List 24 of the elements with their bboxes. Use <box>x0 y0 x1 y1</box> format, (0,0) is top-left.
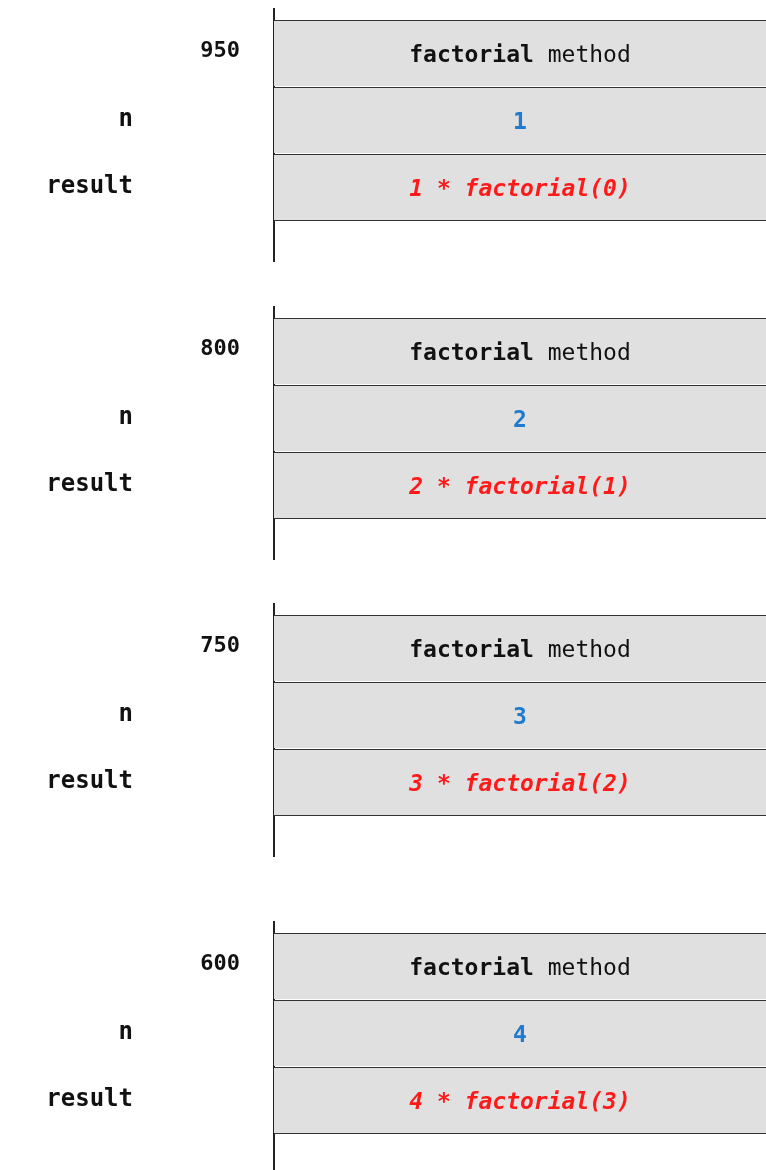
expression-cell: 2 * factorial(1) <box>274 452 766 519</box>
expression-cell: 3 * factorial(2) <box>274 749 766 816</box>
value-cell: 1 <box>274 87 766 153</box>
address-label: 950 <box>200 37 240 62</box>
address-label: 800 <box>200 335 240 360</box>
variable-label: result <box>46 469 133 497</box>
variable-label: result <box>46 766 133 794</box>
expression-cell: 4 * factorial(3) <box>274 1067 766 1134</box>
address-label: 600 <box>200 950 240 975</box>
address-label: 750 <box>200 632 240 657</box>
method-name-cell: factorial method <box>274 20 766 86</box>
variable-label: n <box>118 104 133 132</box>
variable-label: n <box>118 402 133 430</box>
value-cell: 3 <box>274 682 766 748</box>
variable-label: result <box>46 171 133 199</box>
value-cell: 4 <box>274 1000 766 1066</box>
value-cell: 2 <box>274 385 766 451</box>
expression-cell: 1 * factorial(0) <box>274 154 766 221</box>
method-name-cell: factorial method <box>274 615 766 681</box>
variable-label: result <box>46 1084 133 1112</box>
variable-label: n <box>118 1017 133 1045</box>
method-name-cell: factorial method <box>274 318 766 384</box>
method-name-cell: factorial method <box>274 933 766 999</box>
variable-label: n <box>118 699 133 727</box>
